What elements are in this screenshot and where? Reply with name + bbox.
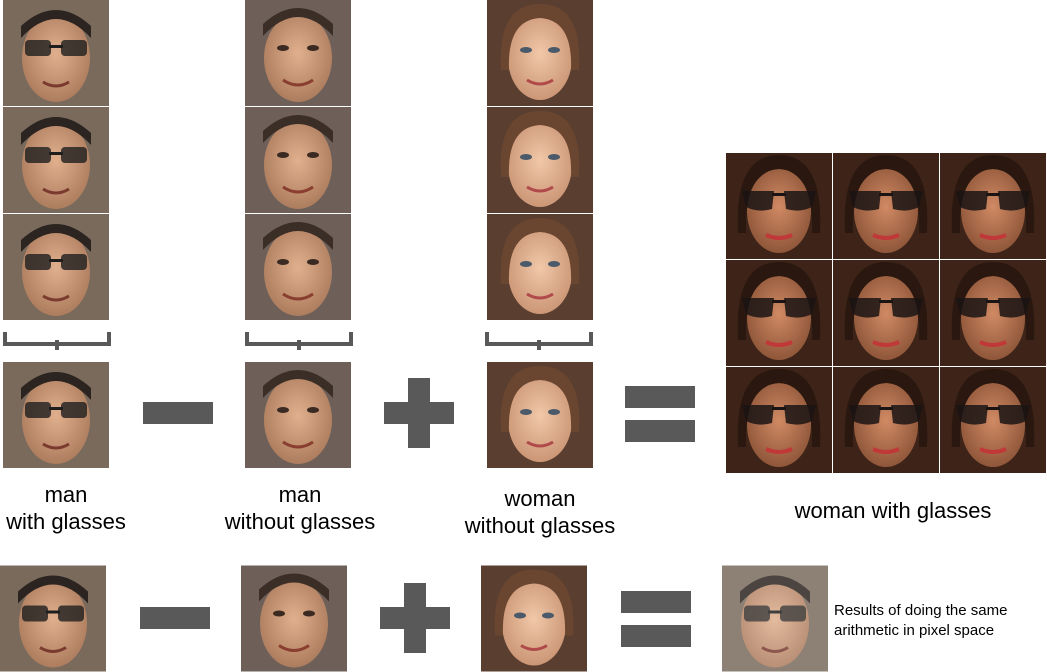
result-face: [940, 367, 1046, 473]
face-man-with-glasses: [3, 214, 109, 320]
face-woman-without-glasses: [487, 0, 593, 106]
pixel-man-with-glasses: [0, 565, 106, 672]
face-man-without-glasses: [245, 107, 351, 213]
result-face: [833, 260, 939, 366]
pixel-woman-without-glasses: [481, 565, 587, 672]
face-man-with-glasses: [3, 107, 109, 213]
face-man-without-glasses: [245, 0, 351, 106]
average-man-with-glasses: [3, 362, 109, 468]
group-bracket: [485, 332, 593, 350]
face-man-with-glasses: [3, 0, 109, 106]
average-woman-without-glasses: [487, 362, 593, 468]
average-man-without-glasses: [245, 362, 351, 468]
result-face: [726, 367, 832, 473]
face-woman-without-glasses: [487, 214, 593, 320]
label-woman-with-glasses: woman with glasses: [794, 498, 992, 523]
group-bracket: [3, 332, 111, 350]
minus-operator-icon: [143, 402, 213, 424]
result-face: [940, 153, 1046, 259]
face-man-without-glasses: [245, 214, 351, 320]
result-face: [726, 153, 832, 259]
result-face: [833, 153, 939, 259]
result-face: [940, 260, 1046, 366]
result-face: [833, 367, 939, 473]
pixel-man-without-glasses: [241, 565, 347, 672]
minus-operator-icon: [140, 607, 210, 629]
pixel-result-face: [722, 565, 828, 672]
face-woman-without-glasses: [487, 107, 593, 213]
group-bracket: [245, 332, 353, 350]
result-face: [726, 260, 832, 366]
